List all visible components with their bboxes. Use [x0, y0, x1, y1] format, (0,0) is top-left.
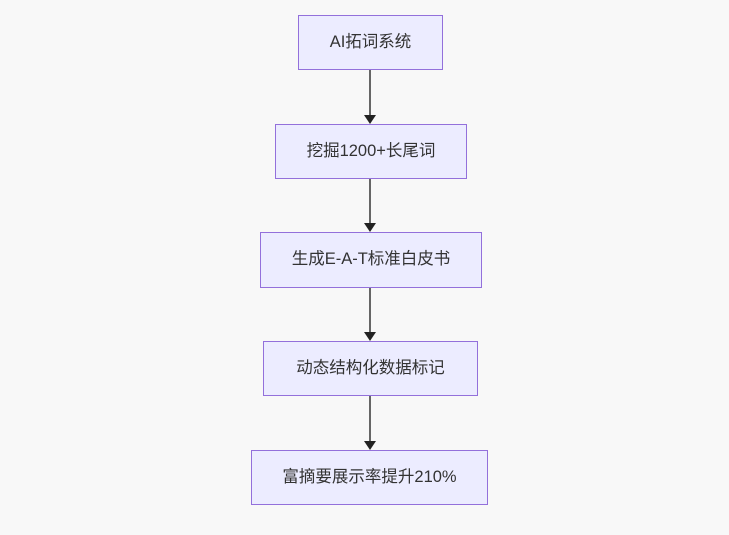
flow-node-label: AI拓词系统	[329, 32, 412, 51]
arrowhead-down-icon	[364, 115, 376, 124]
flow-node-structured-data-markup: 动态结构化数据标记	[263, 341, 478, 396]
arrowhead-down-icon	[364, 223, 376, 232]
flow-node-label: 动态结构化数据标记	[296, 358, 445, 377]
flow-node-rich-snippet-uplift: 富摘要展示率提升210%	[251, 450, 488, 505]
arrowhead-down-icon	[364, 441, 376, 450]
edge-line-b-c	[369, 179, 371, 223]
flow-node-label: 富摘要展示率提升210%	[282, 467, 457, 486]
edge-line-c-d	[369, 288, 371, 332]
flow-node-eat-whitepaper: 生成E-A-T标准白皮书	[260, 232, 482, 288]
edge-line-a-b	[369, 70, 371, 115]
flow-node-ai-keyword-system: AI拓词系统	[298, 15, 443, 70]
flow-node-label: 挖掘1200+长尾词	[306, 141, 436, 160]
arrowhead-down-icon	[364, 332, 376, 341]
flow-node-longtail-mining: 挖掘1200+长尾词	[275, 124, 467, 179]
flow-node-label: 生成E-A-T标准白皮书	[291, 250, 451, 269]
edge-line-d-e	[369, 396, 371, 441]
